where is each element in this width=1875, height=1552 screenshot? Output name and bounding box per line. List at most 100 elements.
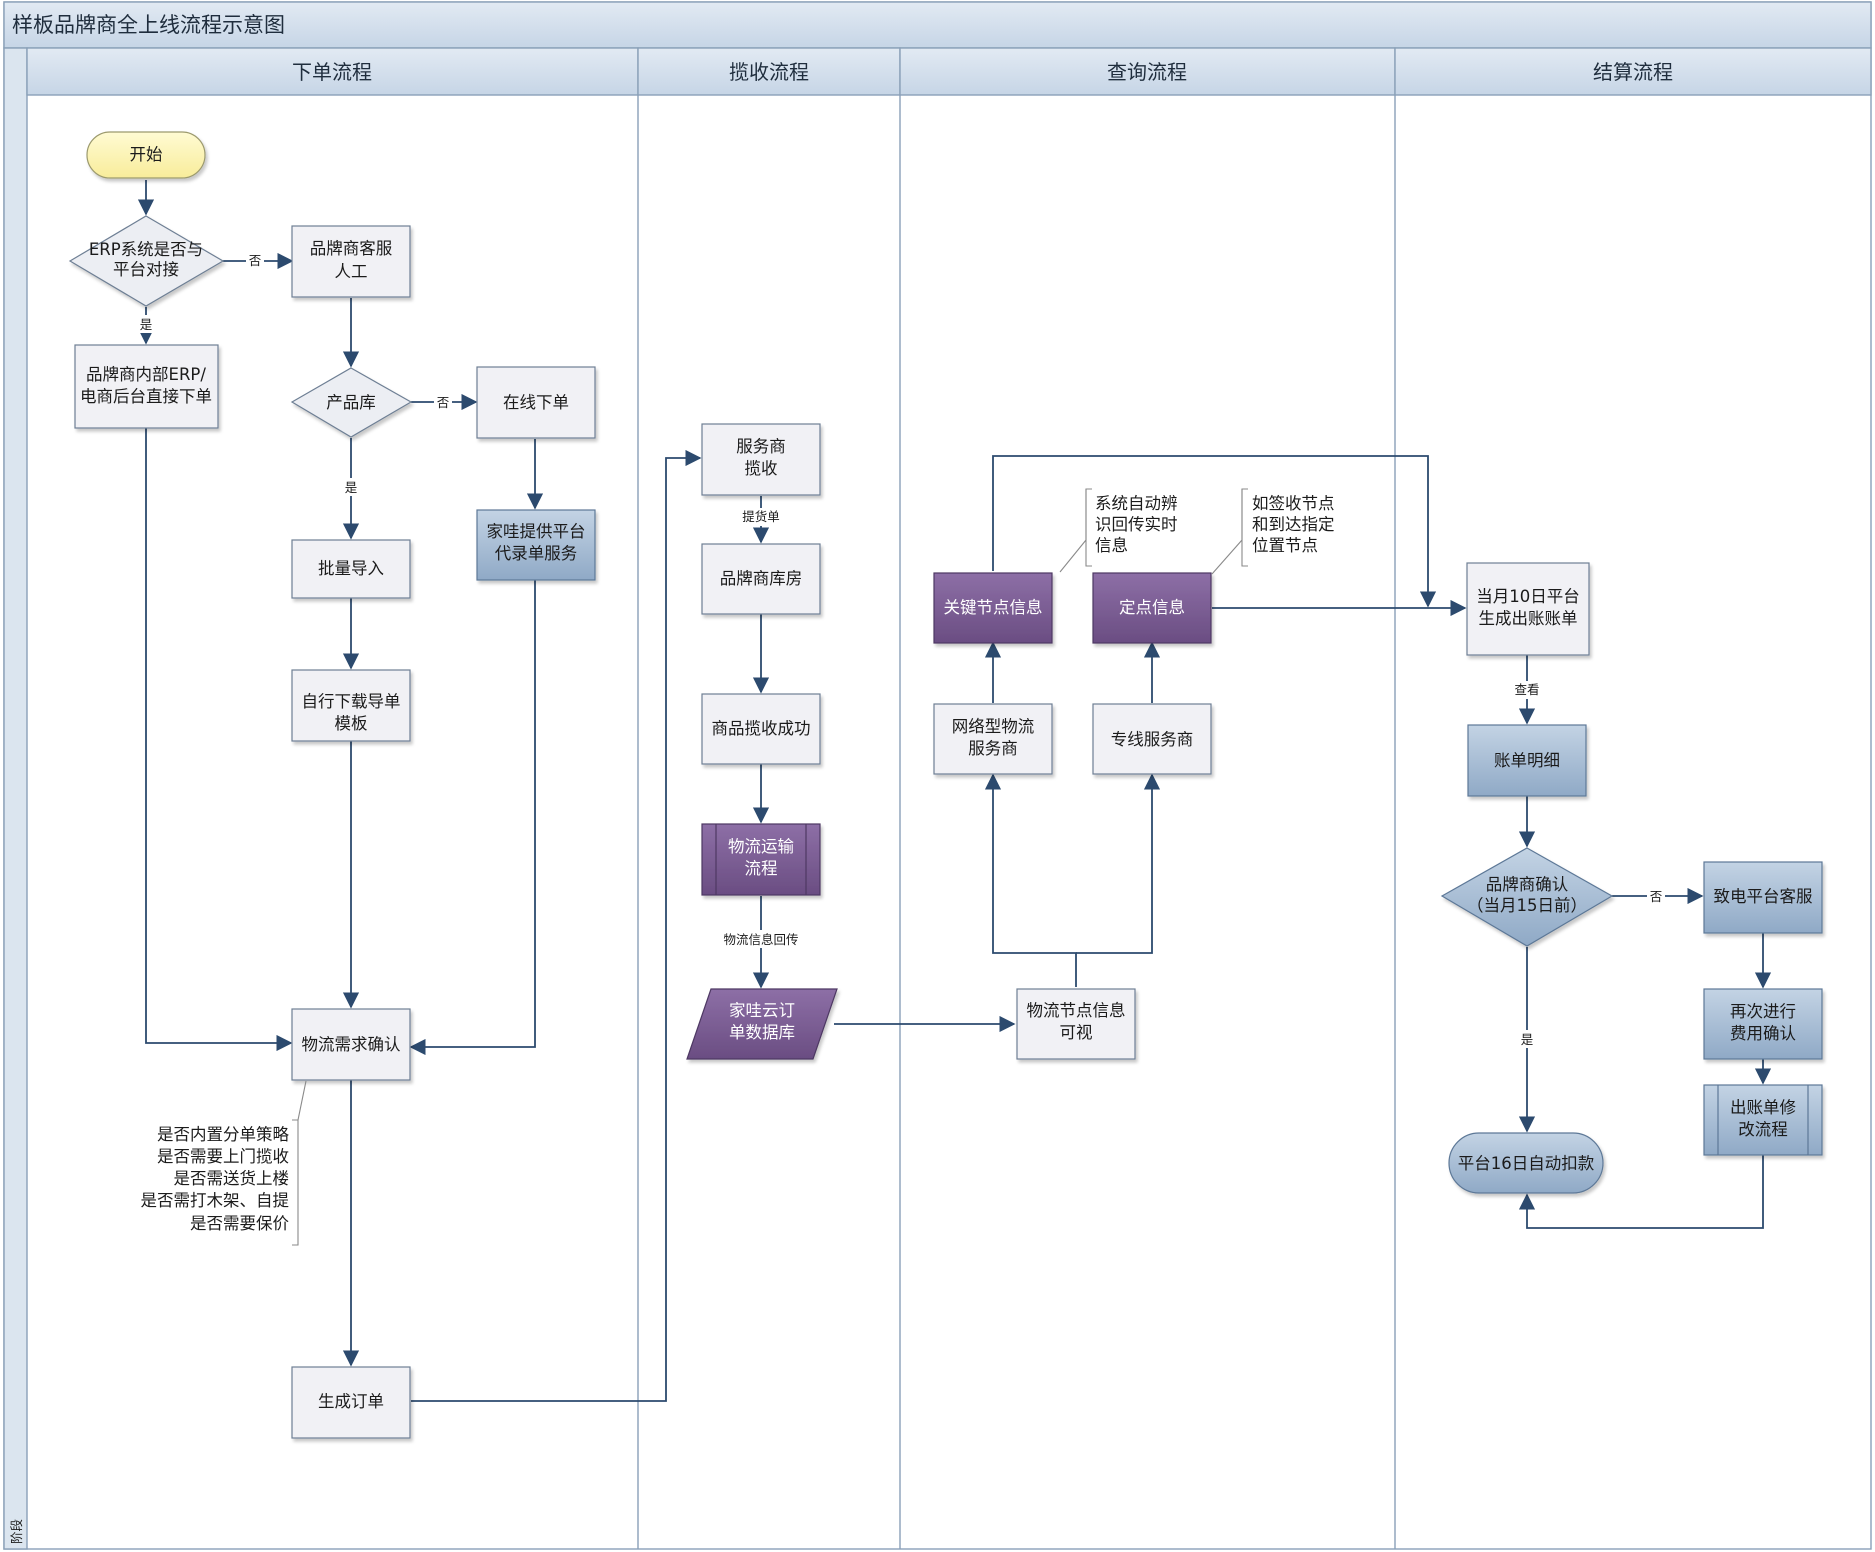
svg-text:服务商: 服务商 <box>736 437 786 456</box>
lane-title-query: 查询流程 <box>1107 60 1187 84</box>
title-bar <box>3 1 1872 49</box>
svg-text:生成出账账单: 生成出账账单 <box>1479 609 1578 628</box>
svg-text:产品库: 产品库 <box>326 393 376 412</box>
edge-revise-to-debit <box>1518 1155 1764 1229</box>
svg-text:商品揽收成功: 商品揽收成功 <box>712 719 811 738</box>
svg-text:当月10日平台: 当月10日平台 <box>1476 587 1580 606</box>
svg-text:品牌商确认: 品牌商确认 <box>1486 875 1569 894</box>
fixed-point-info-node: 定点信息 <box>1092 572 1212 644</box>
svg-text:账单明细: 账单明细 <box>1494 751 1560 770</box>
bill-detail-node: 账单明细 <box>1467 724 1587 797</box>
internal-erp-order-node: 品牌商内部ERP/ 电商后台直接下单 <box>74 344 219 429</box>
svg-text:模板: 模板 <box>335 714 368 733</box>
svg-text:是否需打木架、自提: 是否需打木架、自提 <box>141 1191 290 1210</box>
edge-label-yes: 是 <box>1521 1032 1534 1047</box>
svg-text:品牌商客服: 品牌商客服 <box>310 239 393 258</box>
svg-text:再次进行: 再次进行 <box>1730 1002 1796 1021</box>
svg-text:揽收: 揽收 <box>745 459 778 478</box>
lane-header-settle <box>1394 47 1872 96</box>
sign-nodes-note: 如签收节点 和到达指定 位置节点 <box>1211 488 1335 575</box>
svg-text:平台16日自动扣款: 平台16日自动扣款 <box>1458 1154 1595 1173</box>
side-label: 阶段 <box>9 1519 24 1544</box>
dedicated-provider-node: 专线服务商 <box>1092 703 1212 775</box>
edge-labels: 否 是 否 是 提货单 物流信息回传 查看 否 是 <box>137 251 1665 1048</box>
start-node: 开始 <box>86 131 206 179</box>
online-order-node: 在线下单 <box>476 366 596 439</box>
svg-text:自行下载导单: 自行下载导单 <box>302 692 401 711</box>
svg-text:网络型物流: 网络型物流 <box>952 717 1035 736</box>
brand-warehouse-node: 品牌商库房 <box>701 543 821 615</box>
svg-text:识回传实时: 识回传实时 <box>1095 515 1178 534</box>
erp-integration-decision: ERP系统是否与 平台对接 <box>68 215 225 307</box>
svg-text:信息: 信息 <box>1095 536 1128 555</box>
edge-proxy-to-confirm <box>409 580 536 1056</box>
edge-visible-to-dedicated <box>1076 773 1161 954</box>
key-node-info-node: 关键节点信息 <box>933 572 1053 644</box>
lane-title-order: 下单流程 <box>292 60 372 84</box>
auto-identify-note: 系统自动辨 识回传实时 信息 <box>1059 488 1178 573</box>
svg-text:定点信息: 定点信息 <box>1119 598 1185 617</box>
edge-label-info-return: 物流信息回传 <box>723 932 798 947</box>
diagram-title: 样板品牌商全上线流程示意图 <box>12 13 285 37</box>
call-platform-service-node: 致电平台客服 <box>1703 861 1823 934</box>
cloud-order-database-node: 家哇云订 单数据库 <box>686 988 838 1060</box>
edges <box>137 180 1772 1402</box>
svg-text:是否内置分单策略: 是否内置分单策略 <box>157 1125 290 1144</box>
svg-text:单数据库: 单数据库 <box>729 1023 795 1042</box>
bill-revise-subprocess-node: 出账单修 改流程 <box>1703 1084 1823 1156</box>
svg-text:改流程: 改流程 <box>1738 1120 1788 1139</box>
svg-text:家哇云订: 家哇云订 <box>729 1001 795 1020</box>
svg-text:关键节点信息: 关键节点信息 <box>944 598 1043 617</box>
svg-text:品牌商库房: 品牌商库房 <box>720 569 803 588</box>
brand-confirm-decision: 品牌商确认 （当月15日前） <box>1440 847 1614 947</box>
svg-text:是否需要上门揽收: 是否需要上门揽收 <box>157 1147 289 1166</box>
product-library-decision: 产品库 <box>290 367 413 438</box>
batch-import-node: 批量导入 <box>291 539 411 599</box>
edge-key-node-to-bill <box>992 455 1437 608</box>
svg-text:和到达指定: 和到达指定 <box>1252 515 1335 534</box>
svg-text:位置节点: 位置节点 <box>1252 536 1318 555</box>
edge-label-no: 否 <box>437 395 450 410</box>
svg-text:开始: 开始 <box>130 145 163 164</box>
svg-text:服务商: 服务商 <box>968 739 1018 758</box>
svg-text:物流需求确认: 物流需求确认 <box>302 1035 401 1054</box>
order-options-note: 是否内置分单策略 是否需要上门揽收 是否需送货上楼 是否需打木架、自提 是否需要… <box>141 1080 307 1246</box>
svg-text:流程: 流程 <box>745 859 778 878</box>
pickup-success-node: 商品揽收成功 <box>701 693 821 765</box>
svg-text:如签收节点: 如签收节点 <box>1252 494 1335 513</box>
svg-text:家哇提供平台: 家哇提供平台 <box>487 522 586 541</box>
auto-debit-end-node: 平台16日自动扣款 <box>1448 1132 1604 1194</box>
download-template-node: 自行下载导单 模板 <box>291 669 411 742</box>
svg-text:人工: 人工 <box>335 262 368 281</box>
edge-visible-to-network <box>984 773 1077 987</box>
edge-label-pickup-slip: 提货单 <box>742 509 780 524</box>
provider-pickup-node: 服务商 揽收 <box>701 423 821 496</box>
svg-text:是否需送货上楼: 是否需送货上楼 <box>174 1169 290 1188</box>
network-provider-node: 网络型物流 服务商 <box>933 703 1053 775</box>
svg-text:物流运输: 物流运输 <box>728 837 795 856</box>
swimlane-frame: 样板品牌商全上线流程示意图 阶段 下单流程 揽收流程 查询流程 结算流程 <box>3 1 1872 1550</box>
lane-header-order <box>26 47 639 96</box>
svg-text:平台对接: 平台对接 <box>113 260 179 279</box>
edge-label-yes: 是 <box>140 317 153 332</box>
svg-text:物流节点信息: 物流节点信息 <box>1027 1001 1126 1020</box>
svg-text:出账单修: 出账单修 <box>1730 1098 1797 1117</box>
svg-text:在线下单: 在线下单 <box>503 393 569 412</box>
proxy-entry-service-node: 家哇提供平台 代录单服务 <box>476 509 596 581</box>
edge-label-view: 查看 <box>1514 682 1539 697</box>
svg-text:可视: 可视 <box>1060 1023 1093 1042</box>
svg-text:生成订单: 生成订单 <box>318 1392 384 1411</box>
svg-text:致电平台客服: 致电平台客服 <box>1714 887 1813 906</box>
logistics-confirm-node: 物流需求确认 <box>291 1008 411 1081</box>
svg-text:ERP系统是否与: ERP系统是否与 <box>89 240 203 259</box>
logistics-node-visible-node: 物流节点信息 可视 <box>1016 988 1136 1060</box>
lane-header-pickup <box>637 47 901 96</box>
edge-label-yes: 是 <box>345 480 358 495</box>
svg-text:电商后台直接下单: 电商后台直接下单 <box>80 387 212 406</box>
edge-internal-to-confirm <box>145 428 293 1052</box>
transport-subprocess-node: 物流运输 流程 <box>701 823 821 896</box>
svg-text:批量导入: 批量导入 <box>318 559 384 578</box>
generate-order-node: 生成订单 <box>291 1366 411 1439</box>
svg-text:费用确认: 费用确认 <box>1730 1024 1796 1043</box>
